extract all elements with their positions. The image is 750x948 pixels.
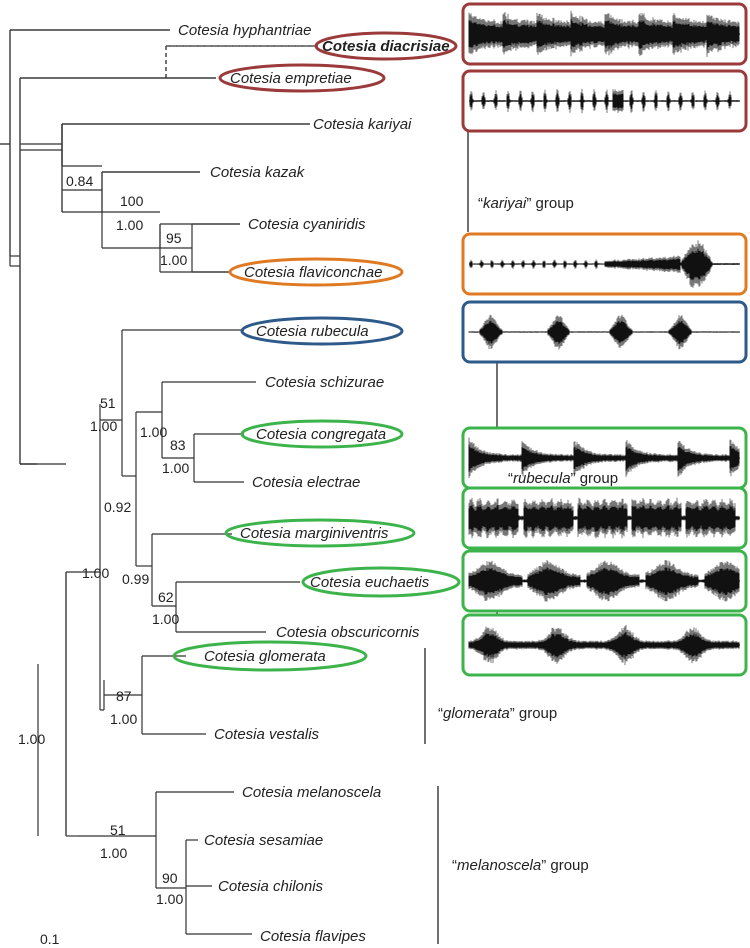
congregata-ellipse: [240, 419, 404, 449]
support-value: 1.00: [140, 424, 167, 440]
tree-branches-final: [0, 29, 318, 836]
taxon-label-chilonis: Cotesia chilonis: [218, 878, 324, 895]
taxon-label-melanoscela: Cotesia melanoscela: [242, 784, 381, 801]
empretiae-waveform-signal: [469, 93, 740, 110]
group-labels: “kariyai” group “rubecula” group “glomer…: [438, 195, 618, 874]
tree-branches-lower-final: [20, 329, 300, 935]
support-value: 90: [162, 870, 178, 886]
support-value: 51: [110, 822, 126, 838]
support-value: 62: [158, 589, 174, 605]
support-value: 0.92: [104, 499, 131, 515]
support-value: 1.00: [160, 252, 187, 268]
rubecula-ellipse: [240, 316, 404, 346]
group-label-kariyai: “kariyai” group: [478, 195, 574, 212]
congregata-waveform-signal: [468, 444, 740, 472]
support-value: 0.99: [122, 571, 149, 587]
scale-bar-label: 0.1: [40, 931, 60, 947]
diacrisiae-waveform-signal: [468, 18, 740, 50]
rubecula-waveform: [468, 314, 740, 350]
empretiae-ellipse: [218, 63, 386, 93]
support-value: 1.00: [116, 217, 143, 233]
taxon-label-kazak: Cotesia kazak: [210, 164, 306, 181]
group-label-rubecula: “rubecula” group: [508, 470, 618, 487]
taxon-label-congregata: Cotesia congregata: [256, 426, 386, 443]
taxon-label-cyaniridis: Cotesia cyaniridis: [248, 216, 366, 233]
taxon-label-empretiae: Cotesia empretiae: [230, 70, 352, 87]
marginiventris-waveform-signal: [468, 504, 740, 532]
flaviconchae-waveform: [469, 240, 740, 288]
euchaetis-waveform: [468, 560, 740, 602]
congregata-waveform: [468, 437, 740, 479]
support-values: 0.84 100 1.00 95 1.00 51 1.00 1.00 83 1.…: [18, 173, 189, 907]
taxon-label-obscuricornis: Cotesia obscuricornis: [276, 624, 420, 641]
taxon-label-kariyai: Cotesia kariyai: [313, 116, 412, 133]
support-value: 1.00: [18, 731, 45, 747]
taxon-label-electrae: Cotesia electrae: [252, 474, 360, 491]
waveform-panels: [461, 2, 748, 677]
taxon-label-diacrisiae: Cotesia diacrisiae: [322, 38, 450, 55]
flaviconchae-ellipse: [228, 257, 404, 287]
taxon-label-hyphantriae: Cotesia hyphantriae: [178, 22, 311, 39]
taxon-label-marginiventris: Cotesia marginiventris: [240, 525, 389, 542]
euchaetis-ellipse: [301, 566, 461, 598]
support-value: 1.00: [110, 711, 137, 727]
taxon-label-rubecula: Cotesia rubecula: [256, 323, 369, 340]
support-value: 87: [116, 688, 132, 704]
support-value: 1.00: [100, 845, 127, 861]
support-value: 100: [120, 193, 144, 209]
rubecula-waveform-signal: [468, 320, 740, 344]
marginiventris-ellipse: [224, 518, 416, 548]
diacrisiae-ellipse: [314, 31, 458, 61]
support-value: 1.00: [90, 418, 117, 434]
support-value: 1.00: [82, 565, 109, 581]
support-value: 1.00: [152, 611, 179, 627]
group-label-glomerata: “glomerata” group: [438, 705, 557, 722]
marginiventris-waveform: [468, 497, 740, 539]
euchaetis-waveform-signal: [468, 567, 740, 595]
glomerata-waveform-signal: [468, 632, 740, 659]
tree-branches-lower: [20, 463, 67, 836]
taxon-label-flaviconchae: Cotesia flaviconchae: [244, 264, 382, 281]
taxon-label-glomerata: Cotesia glomerata: [204, 648, 326, 665]
taxon-label-flavipes: Cotesia flavipes: [260, 928, 366, 945]
flaviconchae-waveform-signal: [469, 248, 740, 281]
glomerata-ellipse: [172, 640, 368, 672]
support-value: 95: [166, 230, 182, 246]
taxon-label-schizurae: Cotesia schizurae: [265, 374, 384, 391]
support-value: 51: [100, 395, 116, 411]
support-value: 0.84: [66, 173, 93, 189]
support-value: 83: [170, 437, 186, 453]
empretiae-waveform: [469, 88, 740, 114]
support-value: 1.00: [156, 891, 183, 907]
taxon-label-vestalis: Cotesia vestalis: [214, 726, 320, 743]
taxon-labels: Cotesia hyphantriae Cotesia diacrisiae C…: [178, 22, 450, 945]
support-value: 1.00: [162, 460, 189, 476]
taxon-label-sesamiae: Cotesia sesamiae: [204, 832, 323, 849]
taxon-label-euchaetis: Cotesia euchaetis: [310, 574, 430, 591]
group-label-melanoscela: “melanoscela” group: [452, 857, 589, 874]
diacrisiae-waveform: [468, 10, 740, 57]
taxon-highlight-ellipses: [172, 31, 461, 672]
glomerata-waveform: [468, 625, 740, 666]
